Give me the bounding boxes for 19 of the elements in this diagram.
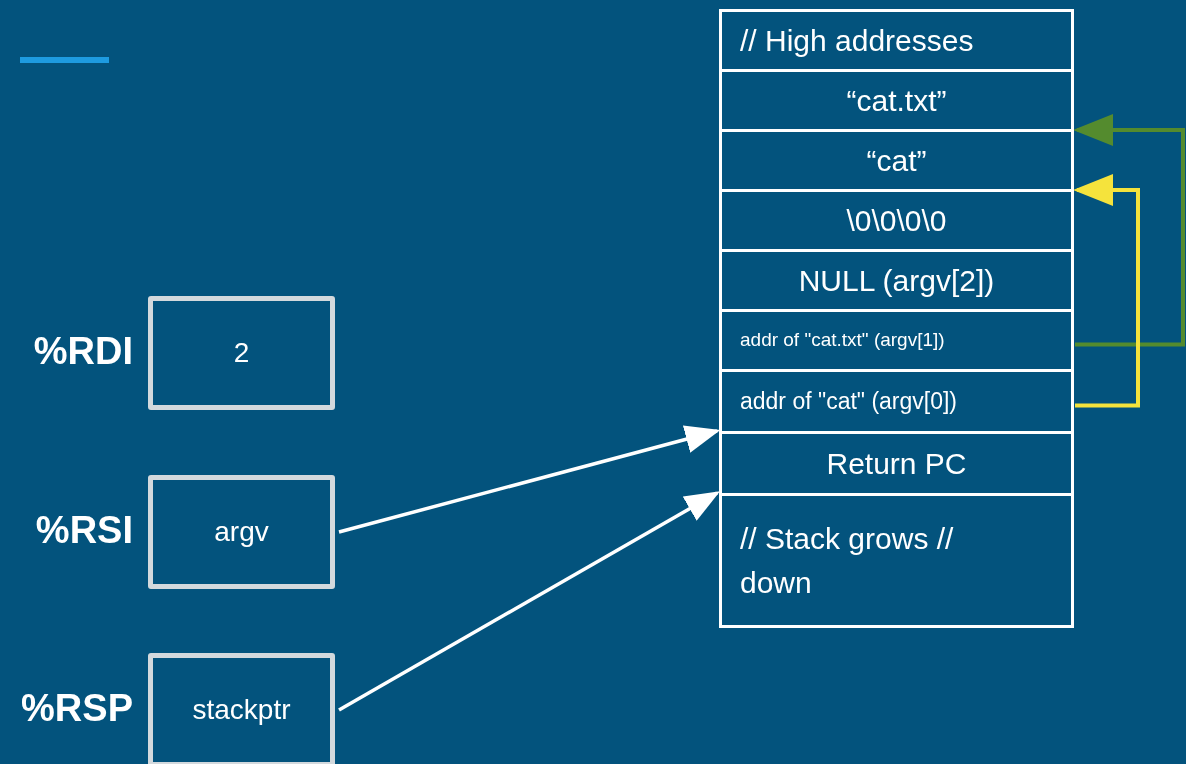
register-box: stackptr xyxy=(148,653,335,764)
stack-cell: addr of "cat.txt" (argv[1]) xyxy=(719,309,1074,372)
arrow xyxy=(338,491,721,712)
stack-cell: addr of "cat" (argv[0]) xyxy=(719,369,1074,434)
stack-cell: “cat.txt” xyxy=(719,69,1074,132)
arrow xyxy=(1073,114,1185,347)
register-box: argv xyxy=(148,475,335,589)
stack-cell: “cat” xyxy=(719,129,1074,192)
stack-cell: \0\0\0\0 xyxy=(719,189,1074,252)
arrow xyxy=(1073,174,1140,408)
stack-cell: Return PC xyxy=(719,431,1074,496)
stack-cell: // Stack grows // down xyxy=(719,493,1074,628)
arrow xyxy=(338,425,721,534)
register-name: %RSP xyxy=(20,686,133,730)
stack-cell: // High addresses xyxy=(719,9,1074,72)
stack-cell: NULL (argv[2]) xyxy=(719,249,1074,312)
register-name: %RDI xyxy=(32,329,133,373)
register-box: 2 xyxy=(148,296,335,410)
register-name: %RSI xyxy=(34,508,133,552)
